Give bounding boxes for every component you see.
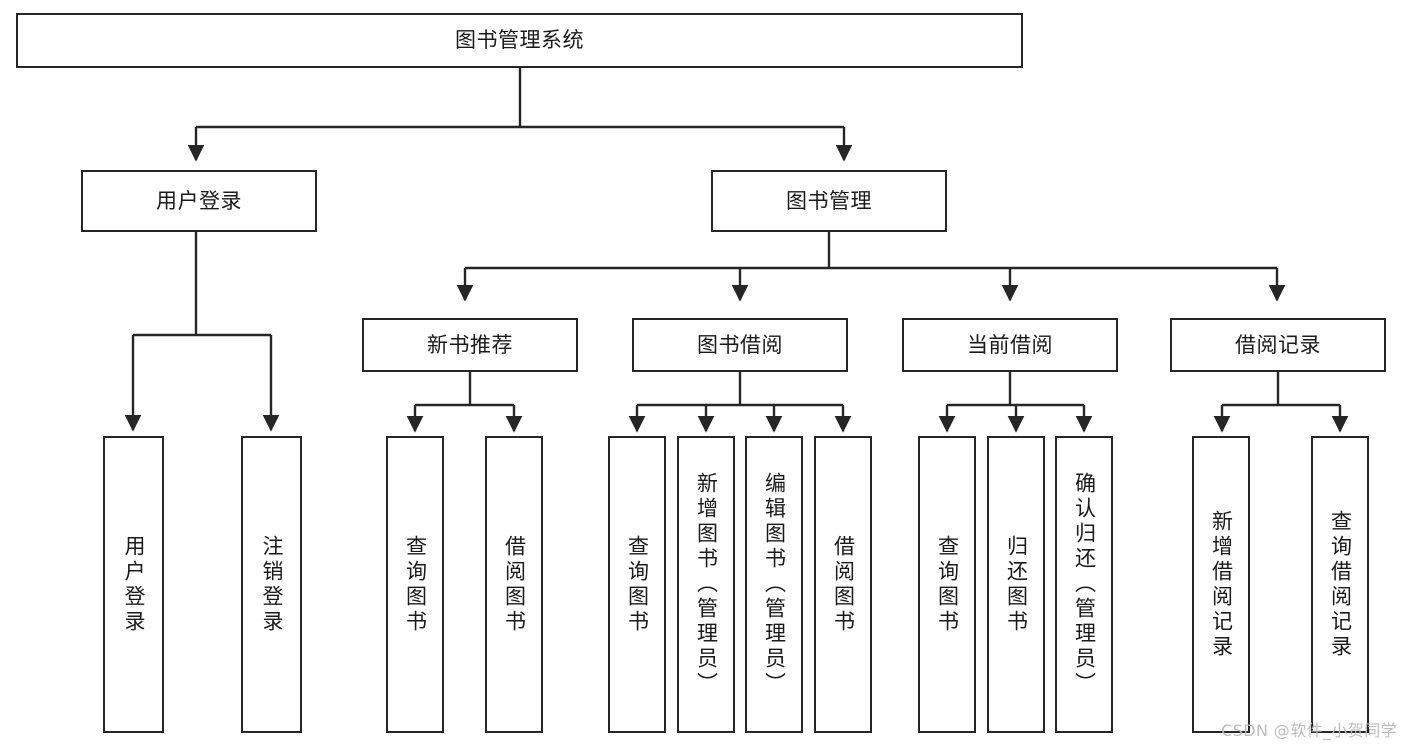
edges-new-book-recommend-children bbox=[406, 372, 523, 433]
node-current-borrow-label: 当前借阅 bbox=[967, 332, 1053, 357]
node-borrow-record-label: 借阅记录 bbox=[1235, 332, 1321, 357]
node-leaf-query-record-label: 查询借阅记录 bbox=[1328, 509, 1353, 660]
edges-user-login-children bbox=[124, 232, 280, 432]
node-leaf-add-book-label: 新增图书（管理员） bbox=[694, 472, 719, 697]
node-leaf-logout-label: 注销登录 bbox=[260, 534, 284, 635]
node-leaf-confirm-return-label: 确认归还（管理员） bbox=[1072, 472, 1097, 697]
node-leaf-edit-book[interactable]: 编辑图书（管理员） bbox=[745, 436, 803, 733]
node-borrow-record[interactable]: 借阅记录 bbox=[1170, 318, 1386, 372]
edges-root-level2 bbox=[187, 68, 853, 162]
node-new-book-recommend[interactable]: 新书推荐 bbox=[362, 318, 578, 372]
node-root-label: 图书管理系统 bbox=[455, 28, 584, 53]
node-leaf-borrow-book-2[interactable]: 借阅图书 bbox=[814, 436, 872, 733]
node-leaf-query-record[interactable]: 查询借阅记录 bbox=[1311, 436, 1369, 733]
node-book-management-label: 图书管理 bbox=[786, 188, 872, 213]
edges-borrow-record-children bbox=[1213, 372, 1349, 433]
node-leaf-query-book-1-label: 查询图书 bbox=[403, 534, 428, 635]
node-leaf-borrow-book-1-label: 借阅图书 bbox=[502, 534, 527, 635]
node-leaf-add-book[interactable]: 新增图书（管理员） bbox=[677, 436, 735, 733]
edges-current-borrow-children bbox=[938, 372, 1093, 433]
node-leaf-logout[interactable]: 注销登录 bbox=[241, 436, 302, 733]
node-leaf-query-book-3[interactable]: 查询图书 bbox=[918, 436, 976, 733]
node-root[interactable]: 图书管理系统 bbox=[16, 13, 1023, 68]
node-new-book-recommend-label: 新书推荐 bbox=[427, 332, 513, 357]
edges-book-management-children bbox=[456, 232, 1286, 302]
node-book-borrow[interactable]: 图书借阅 bbox=[632, 318, 848, 372]
node-leaf-query-book-2-label: 查询图书 bbox=[625, 534, 650, 635]
node-leaf-return-book[interactable]: 归还图书 bbox=[987, 436, 1045, 733]
node-leaf-borrow-book-1[interactable]: 借阅图书 bbox=[485, 436, 543, 733]
edges-book-borrow-children bbox=[628, 372, 852, 433]
node-leaf-query-book-1[interactable]: 查询图书 bbox=[386, 436, 444, 733]
node-leaf-user-login-label: 用户登录 bbox=[122, 534, 146, 635]
node-leaf-return-book-label: 归还图书 bbox=[1004, 534, 1029, 635]
node-leaf-confirm-return[interactable]: 确认归还（管理员） bbox=[1055, 436, 1113, 733]
node-leaf-edit-book-label: 编辑图书（管理员） bbox=[762, 472, 787, 697]
node-leaf-query-book-2[interactable]: 查询图书 bbox=[608, 436, 666, 733]
node-user-login[interactable]: 用户登录 bbox=[81, 170, 317, 232]
node-current-borrow[interactable]: 当前借阅 bbox=[902, 318, 1118, 372]
node-leaf-query-book-3-label: 查询图书 bbox=[935, 534, 960, 635]
node-leaf-borrow-book-2-label: 借阅图书 bbox=[831, 534, 856, 635]
node-book-borrow-label: 图书借阅 bbox=[697, 332, 783, 357]
node-user-login-label: 用户登录 bbox=[156, 188, 242, 213]
node-leaf-user-login[interactable]: 用户登录 bbox=[103, 436, 164, 733]
node-leaf-add-record[interactable]: 新增借阅记录 bbox=[1192, 436, 1250, 733]
node-book-management[interactable]: 图书管理 bbox=[711, 170, 947, 232]
node-leaf-add-record-label: 新增借阅记录 bbox=[1209, 509, 1234, 660]
